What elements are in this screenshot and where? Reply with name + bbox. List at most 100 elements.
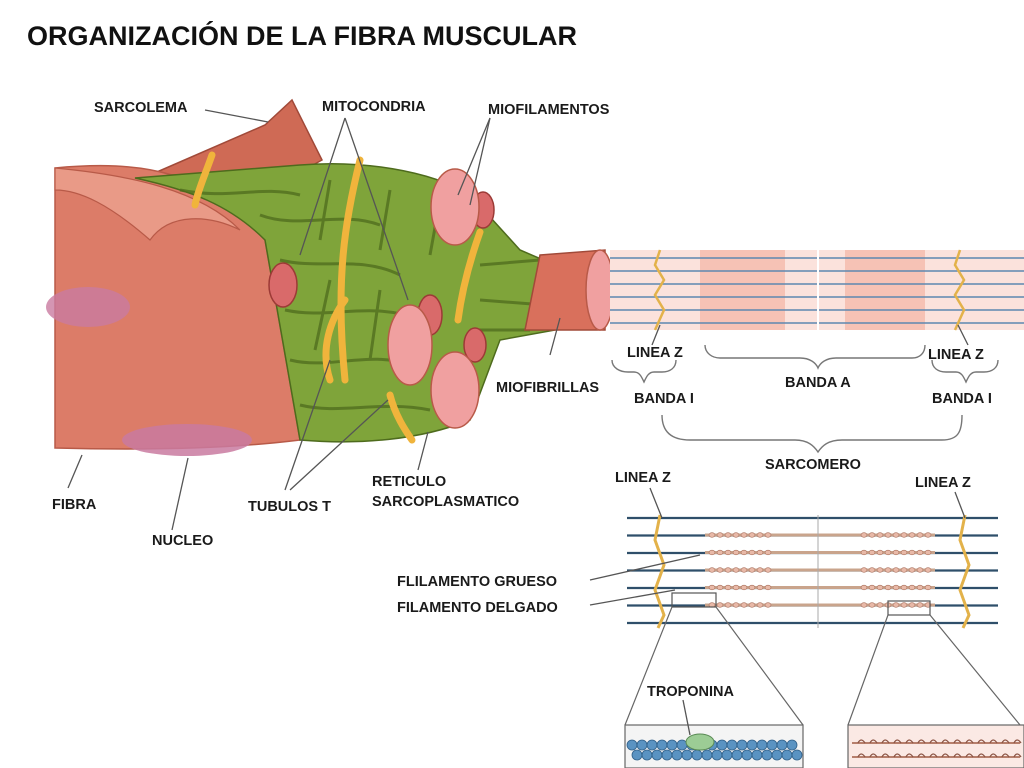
actin-bead (711, 749, 723, 761)
myosin-head (892, 549, 900, 556)
myosin-head (884, 567, 892, 573)
myosin-head (868, 532, 876, 538)
troponin-complex (685, 733, 715, 751)
myosin-head-detail (977, 739, 986, 744)
myosin-head-detail (857, 739, 866, 744)
myosin-head (716, 567, 724, 573)
myosin-head (756, 584, 764, 591)
myosin-head (916, 602, 924, 608)
myosin-head (916, 567, 924, 573)
nucleus-bottom (122, 424, 252, 456)
actin-bead (776, 739, 788, 751)
myosin-heads (852, 739, 1022, 758)
myosin-head (716, 602, 724, 608)
myosin-head-detail (869, 739, 878, 744)
actin-bead (746, 739, 758, 751)
myosin-head (908, 584, 916, 591)
nucleus-left (46, 287, 130, 327)
myosin-head-detail (893, 739, 902, 744)
myosin-head (900, 532, 908, 538)
myosin-head (892, 567, 900, 573)
myosin-head (860, 602, 868, 608)
myosin-head (732, 602, 740, 608)
actin-bead (741, 749, 753, 761)
myosin-head (924, 532, 932, 538)
actin-bead (786, 739, 798, 751)
label-banda-i-right: BANDA I (932, 391, 992, 407)
label-linea-z-top-right: LINEA Z (928, 347, 984, 363)
myosin-head-detail (905, 753, 914, 758)
muscle-fiber-illustration (46, 98, 615, 456)
actin-bead (671, 749, 683, 761)
page-title: ORGANIZACIÓN DE LA FIBRA MUSCULAR (27, 20, 577, 51)
myosin-head (708, 584, 716, 591)
myosin-head-detail (989, 739, 998, 744)
myosin-head-detail (941, 739, 950, 744)
myosin-head (892, 532, 900, 538)
actin-bead (656, 739, 668, 751)
label-filamento-grueso: FLILAMENTO GRUESO (397, 574, 557, 590)
myosin-head (748, 584, 756, 591)
myosin-head (764, 584, 772, 591)
actin-bead (661, 749, 673, 761)
myosin-head (860, 567, 868, 573)
actin-bead (766, 739, 778, 751)
filament-detail (627, 514, 998, 629)
actin-bead (681, 749, 693, 761)
myosin-head (740, 567, 748, 573)
myosin-head (916, 549, 924, 556)
actin-bead (736, 739, 748, 751)
myosin-head (748, 602, 756, 608)
myosin-head (900, 602, 908, 608)
myosin-head (876, 532, 884, 538)
myosin-head (924, 584, 932, 591)
label-banda-a: BANDA A (785, 375, 851, 391)
label-nucleo: NUCLEO (152, 533, 213, 549)
myosin-head (740, 584, 748, 591)
myosin-head (724, 567, 732, 573)
myosin-head (764, 567, 772, 573)
myosin-head (748, 567, 756, 573)
actin-bead (761, 749, 773, 761)
sarcolemma-curl (54, 167, 241, 241)
myofibril-tube (524, 249, 606, 331)
actin-bead (631, 749, 643, 761)
myosin-head (916, 584, 924, 591)
label-reticulo-line1: RETICULO (372, 474, 446, 490)
myosin-head-detail (881, 753, 890, 758)
myosin-head (724, 602, 732, 608)
t-tubules (191, 151, 484, 444)
myosin-head (900, 567, 908, 573)
myosin-head-detail (953, 753, 962, 758)
myosin-head-detail (929, 753, 938, 758)
myosin-head-detail (965, 753, 974, 758)
actin-bead (666, 739, 678, 751)
myosin-head (764, 532, 772, 538)
zoom-insets (624, 606, 1024, 768)
actin-bead (641, 749, 653, 761)
actin-bead (691, 749, 703, 761)
myosin-head (900, 584, 908, 591)
myosin-head-detail (941, 753, 950, 758)
myosin-head (708, 567, 716, 573)
myosin-head (860, 584, 868, 591)
zoom-funnel-left (624, 606, 804, 726)
myosin-head-detail (965, 739, 974, 744)
braces (611, 344, 999, 454)
myosin-head (732, 567, 740, 573)
myosin-head-detail (917, 739, 926, 744)
myosin-head (756, 567, 764, 573)
actin-bead (676, 739, 688, 751)
myosin-head (908, 602, 916, 608)
myosin-head (876, 602, 884, 608)
myosin-head (860, 549, 868, 556)
myosin-head (884, 549, 892, 556)
myosin-head (764, 549, 772, 556)
band-stripes (610, 250, 1024, 330)
myosin-head (924, 549, 932, 556)
actin-bead (751, 749, 763, 761)
myosin-head (876, 549, 884, 556)
myosin-head (884, 584, 892, 591)
myosin-head (708, 532, 716, 538)
